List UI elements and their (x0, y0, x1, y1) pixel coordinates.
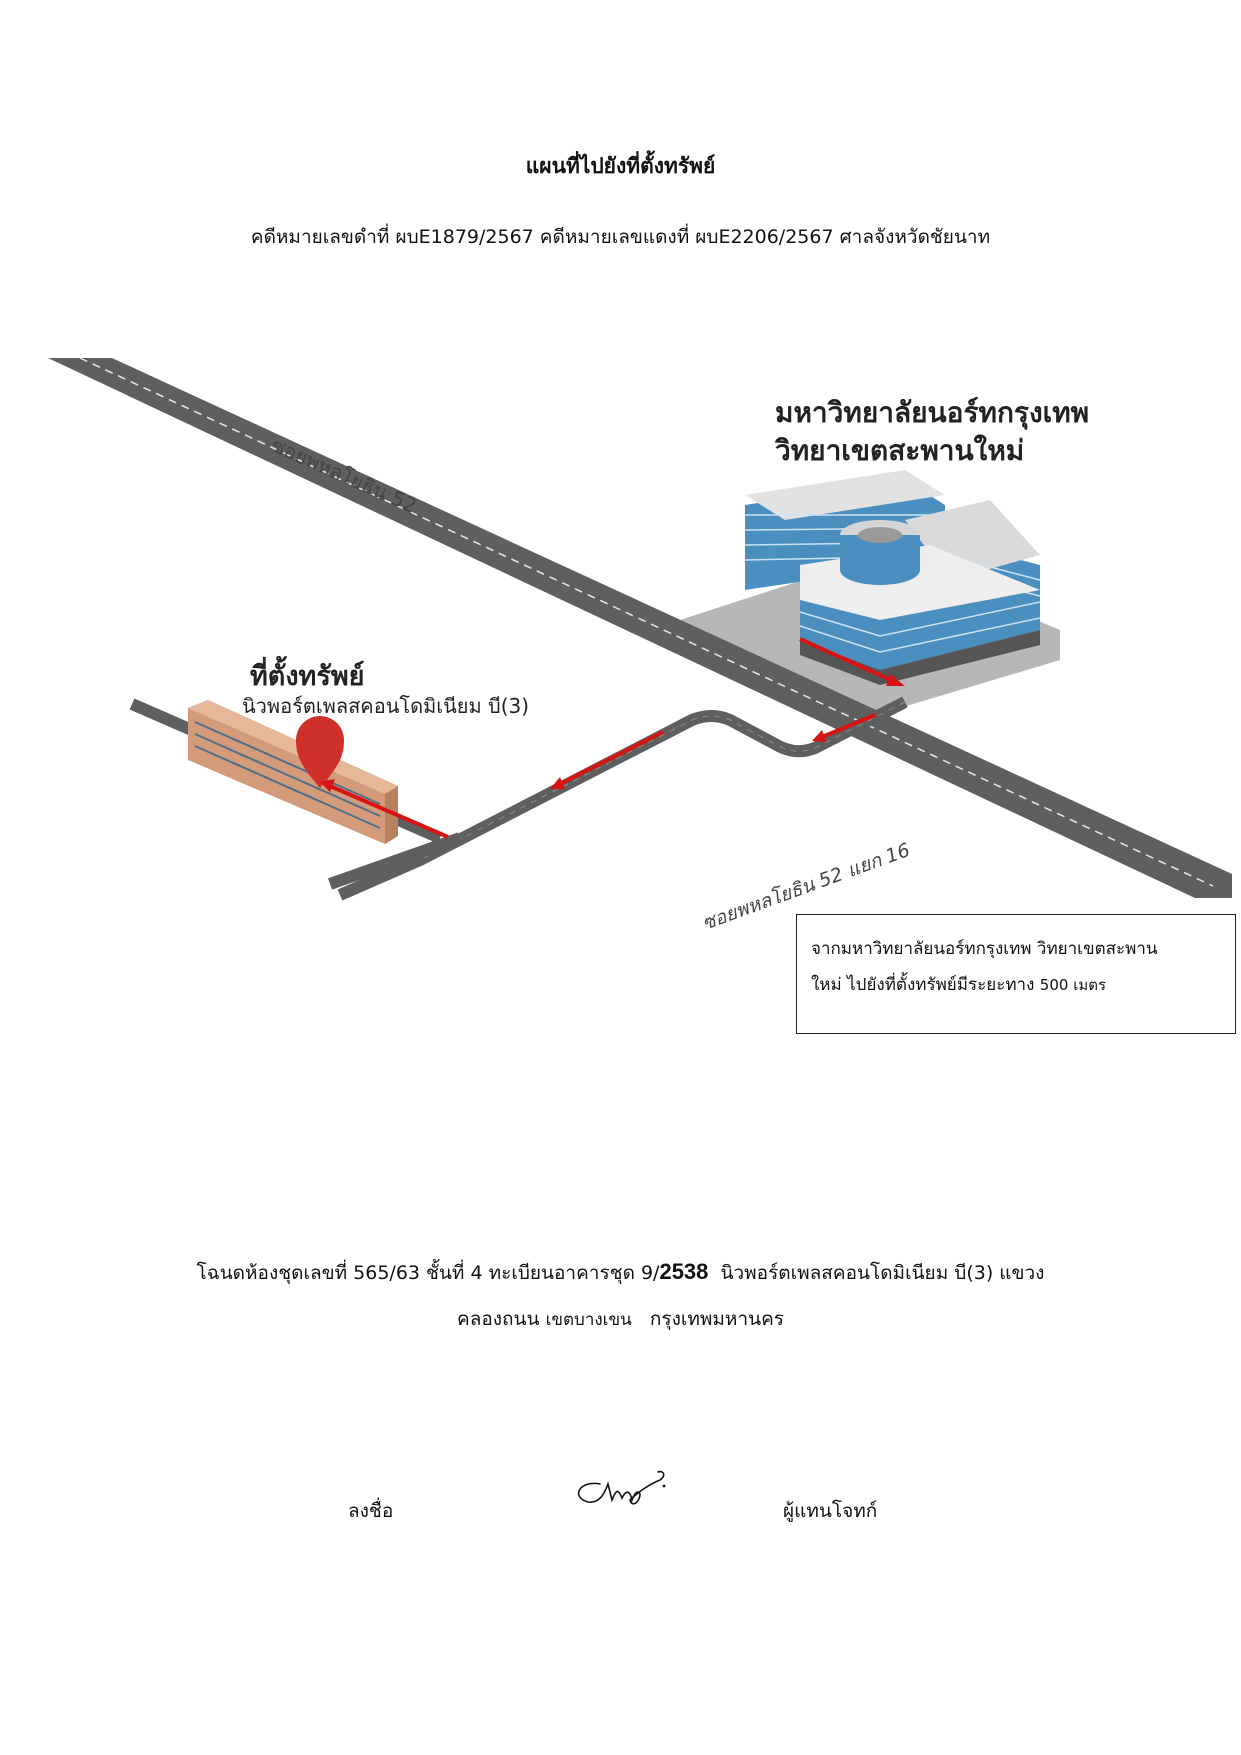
location-map: ซอยพหลโยธิน 52 ซอยพหลโยธิน 52 แยก 16 มหา… (48, 357, 1232, 935)
representative-label: ผู้แทนโจทก์ (783, 1500, 878, 1522)
main-road (48, 358, 1232, 898)
main-road-label: ซอยพหลโยธิน 52 (268, 433, 420, 518)
property-subtitle: นิวพอร์ตเพลสคอนโดมิเนียม บี(3) (242, 694, 529, 718)
bottom-road (327, 832, 463, 890)
distance-note: จากมหาวิทยาลัยนอร์ทกรุงเทพ วิทยาเขตสะพาน… (796, 914, 1236, 1034)
location-pin-icon (296, 716, 344, 788)
property-title: ที่ตั้งทรัพย์ (250, 655, 364, 692)
route-arrows (320, 637, 905, 839)
case-number-line: คดีหมายเลขดำที่ ผบE1879/2567 คดีหมายเลขแ… (250, 226, 991, 248)
page-title: แผนที่ไปยังที่ตั้งทรัพย์ (525, 154, 716, 178)
note-distance: 500 เมตร (1039, 976, 1107, 994)
condo-building (188, 700, 398, 844)
note-line2: ใหม่ ไปยังที่ตั้งทรัพย์มีระยะทาง 500 เมต… (811, 975, 1107, 995)
registration-number: 2538 (659, 1259, 709, 1284)
sign-label: ลงชื่อ (348, 1500, 394, 1522)
signature-icon (577, 1470, 666, 1505)
note-line1: จากมหาวิทยาลัยนอร์ทกรุงเทพ วิทยาเขตสะพาน (811, 939, 1158, 959)
side-road (337, 696, 908, 901)
university-name-line1: มหาวิทยาลัยนอร์ทกรุงเทพ (775, 396, 1089, 430)
deed-line2: คลองถนน เขตบางเขน กรุงเทพมหานคร (456, 1308, 785, 1330)
deed-line1: โฉนดห้องชุดเลขที่ 565/63 ชั้นที่ 4 ทะเบี… (196, 1259, 1045, 1284)
university-name-line2: วิทยาเขตสะพานใหม่ (774, 434, 1025, 467)
university-buildings (744, 470, 1041, 685)
